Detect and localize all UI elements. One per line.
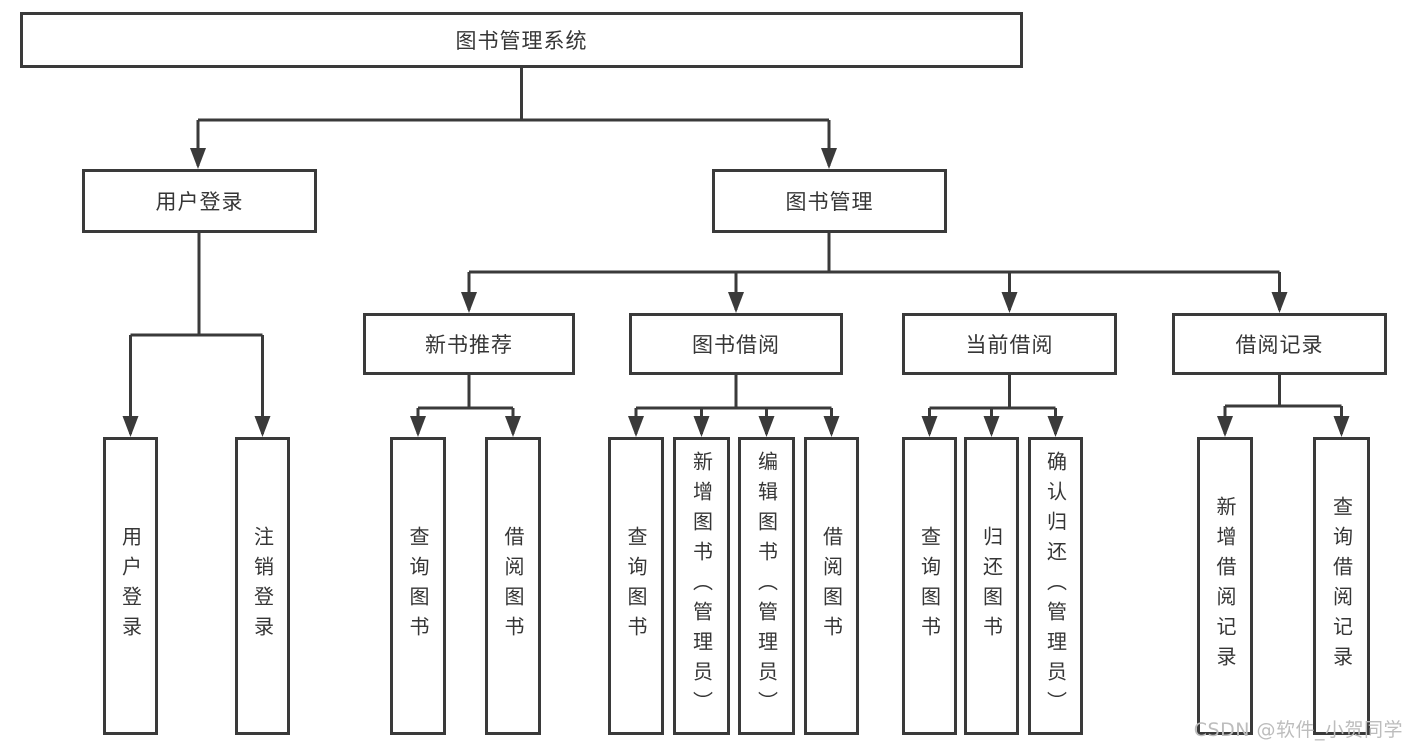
leaf-borrow-query-book-label: 查询图书 — [624, 526, 648, 646]
leaf-query-borrow-record: 查询借阅记录 — [1313, 437, 1370, 735]
leaf-recommend-borrow-book-label: 借阅图书 — [501, 526, 525, 646]
node-borrow-records: 借阅记录 — [1172, 313, 1387, 375]
leaf-recommend-query-book-label: 查询图书 — [406, 526, 430, 646]
leaf-recommend-query-book: 查询图书 — [390, 437, 446, 735]
leaf-logout-label: 注销登录 — [250, 526, 275, 646]
leaf-add-borrow-record-label: 新增借阅记录 — [1213, 496, 1237, 676]
leaf-user-login: 用户登录 — [103, 437, 158, 735]
node-current-borrow: 当前借阅 — [902, 313, 1117, 375]
csdn-watermark: CSDN @软件_小贺同学 — [1193, 719, 1403, 741]
node-book-borrow-label: 图书借阅 — [692, 333, 780, 357]
leaf-edit-book-admin-label: 编辑图书（管理员） — [754, 451, 779, 721]
leaf-add-borrow-record: 新增借阅记录 — [1197, 437, 1253, 735]
node-book-management: 图书管理 — [712, 169, 947, 233]
leaf-current-query-book: 查询图书 — [902, 437, 957, 735]
node-current-borrow-label: 当前借阅 — [965, 333, 1054, 357]
leaf-confirm-return-admin: 确认归还（管理员） — [1028, 437, 1083, 735]
node-new-book-recommend: 新书推荐 — [363, 313, 575, 375]
leaf-confirm-return-admin-label: 确认归还（管理员） — [1043, 451, 1068, 721]
node-book-borrow: 图书借阅 — [629, 313, 843, 375]
leaf-borrow-book-label: 借阅图书 — [819, 526, 844, 646]
node-system-root: 图书管理系统 — [20, 12, 1023, 68]
leaf-return-book-label: 归还图书 — [979, 526, 1004, 646]
leaf-query-borrow-record-label: 查询借阅记录 — [1329, 496, 1354, 676]
arrowhead-icons — [122, 148, 1350, 437]
leaf-edit-book-admin: 编辑图书（管理员） — [738, 437, 795, 735]
leaf-logout: 注销登录 — [235, 437, 290, 735]
leaf-return-book: 归还图书 — [964, 437, 1019, 735]
node-borrow-records-label: 借阅记录 — [1235, 333, 1324, 357]
leaf-borrow-book: 借阅图书 — [804, 437, 859, 735]
node-book-management-label: 图书管理 — [785, 190, 874, 214]
leaf-add-book-admin: 新增图书（管理员） — [673, 437, 730, 735]
leaf-current-query-book-label: 查询图书 — [917, 526, 942, 646]
leaf-add-book-admin-label: 新增图书（管理员） — [689, 451, 714, 721]
leaf-user-login-label: 用户登录 — [118, 526, 143, 646]
node-system-root-label: 图书管理系统 — [455, 29, 588, 53]
node-user-login-label: 用户登录 — [155, 190, 244, 214]
leaf-recommend-borrow-book: 借阅图书 — [485, 437, 541, 735]
node-new-book-recommend-label: 新书推荐 — [425, 333, 513, 357]
leaf-borrow-query-book: 查询图书 — [608, 437, 664, 735]
node-user-login: 用户登录 — [82, 169, 317, 233]
